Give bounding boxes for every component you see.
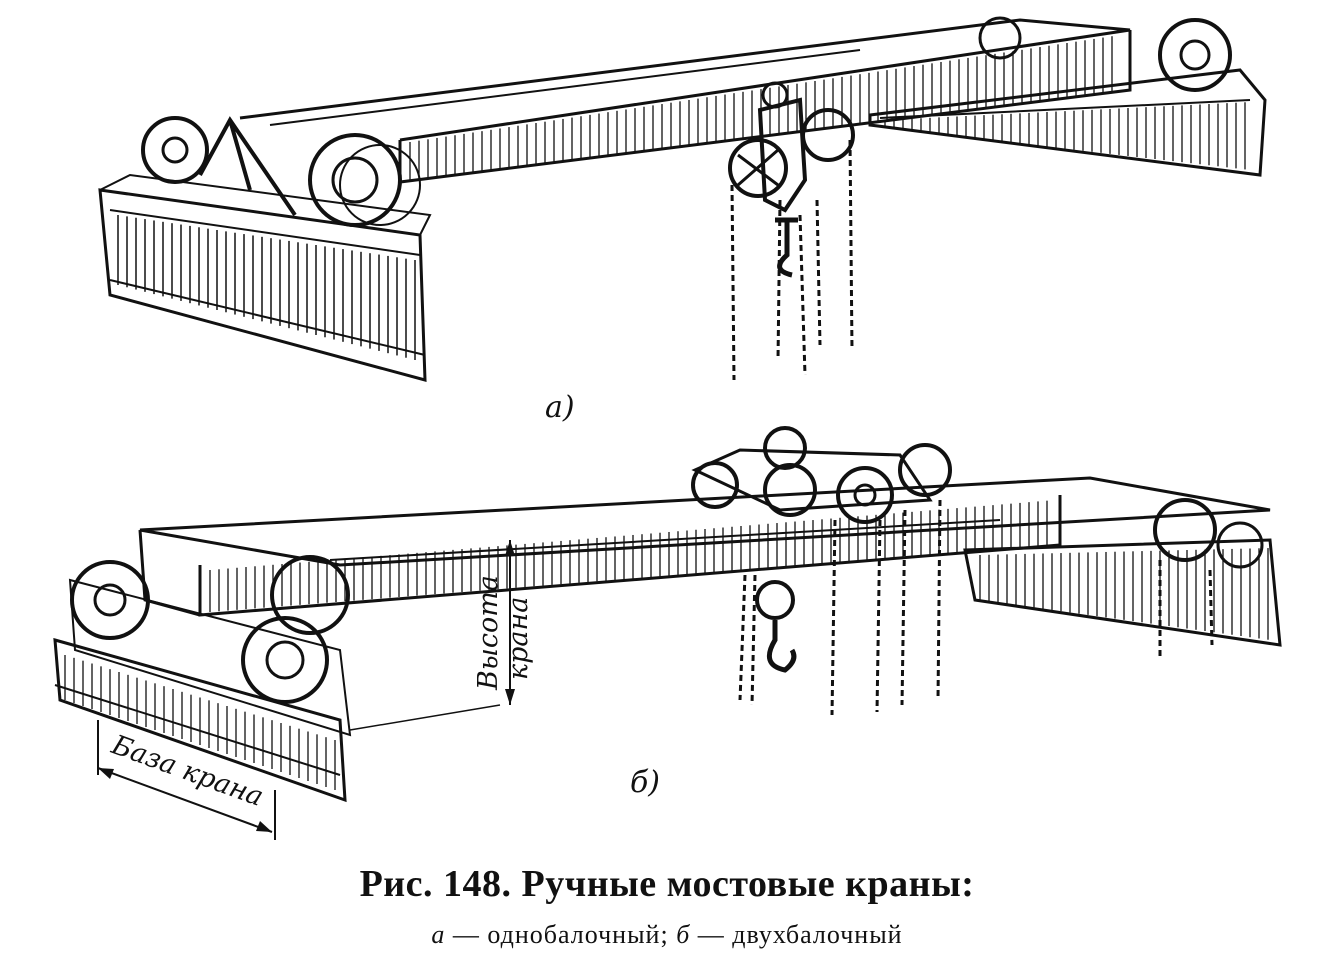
wheel-b-left-1 [70, 560, 150, 640]
caption-title: Рис. 148. Ручные мостовые краны: [359, 863, 975, 905]
wheel-b-left-3 [241, 616, 329, 704]
figure-caption: Рис. 148. Ручные мостовые краны: а — одн… [0, 862, 1334, 950]
single-girder-crane-drawing [98, 16, 1267, 382]
wheel-a-left-1 [141, 116, 209, 184]
wheel-b-left-2 [270, 555, 350, 635]
wheel-a-left-2 [308, 133, 402, 227]
caption-item-a-letter: а [431, 920, 446, 949]
chain-hoist-b [738, 499, 1214, 716]
wheel-b-right-1 [1153, 498, 1217, 562]
right-end-carriage-a [868, 68, 1267, 177]
wheel-b-right-2 [1216, 521, 1264, 569]
left-end-carriage-b [53, 578, 352, 803]
wheel-a-right-1 [1158, 18, 1232, 92]
caption-item-b-text: — двухбалочный [690, 920, 903, 949]
base-dimension [97, 720, 276, 840]
right-end-carriage-b [963, 538, 1282, 647]
height-dimension [349, 540, 515, 731]
double-girder-crane-drawing: Высота крана База крана [53, 426, 1282, 840]
truss-bracket-a [198, 116, 297, 217]
chain-hoist-a [728, 81, 855, 381]
height-dimension-label-line2: крана [503, 597, 534, 680]
trolley-b [691, 426, 952, 524]
caption-item-b-letter: б [676, 920, 691, 949]
wheel-a-right-2 [978, 16, 1022, 60]
caption-item-a-text: — однобалочный; [445, 920, 677, 949]
main-girder-a [239, 18, 1132, 184]
left-end-carriage-a [98, 173, 432, 382]
caption-legend: а — однобалочный; б — двухбалочный [0, 920, 1334, 950]
main-girders-b [138, 476, 1271, 617]
label-b: б) [630, 765, 660, 800]
height-dimension-label-line1: Высота [473, 575, 504, 691]
label-a: а) [545, 390, 575, 425]
